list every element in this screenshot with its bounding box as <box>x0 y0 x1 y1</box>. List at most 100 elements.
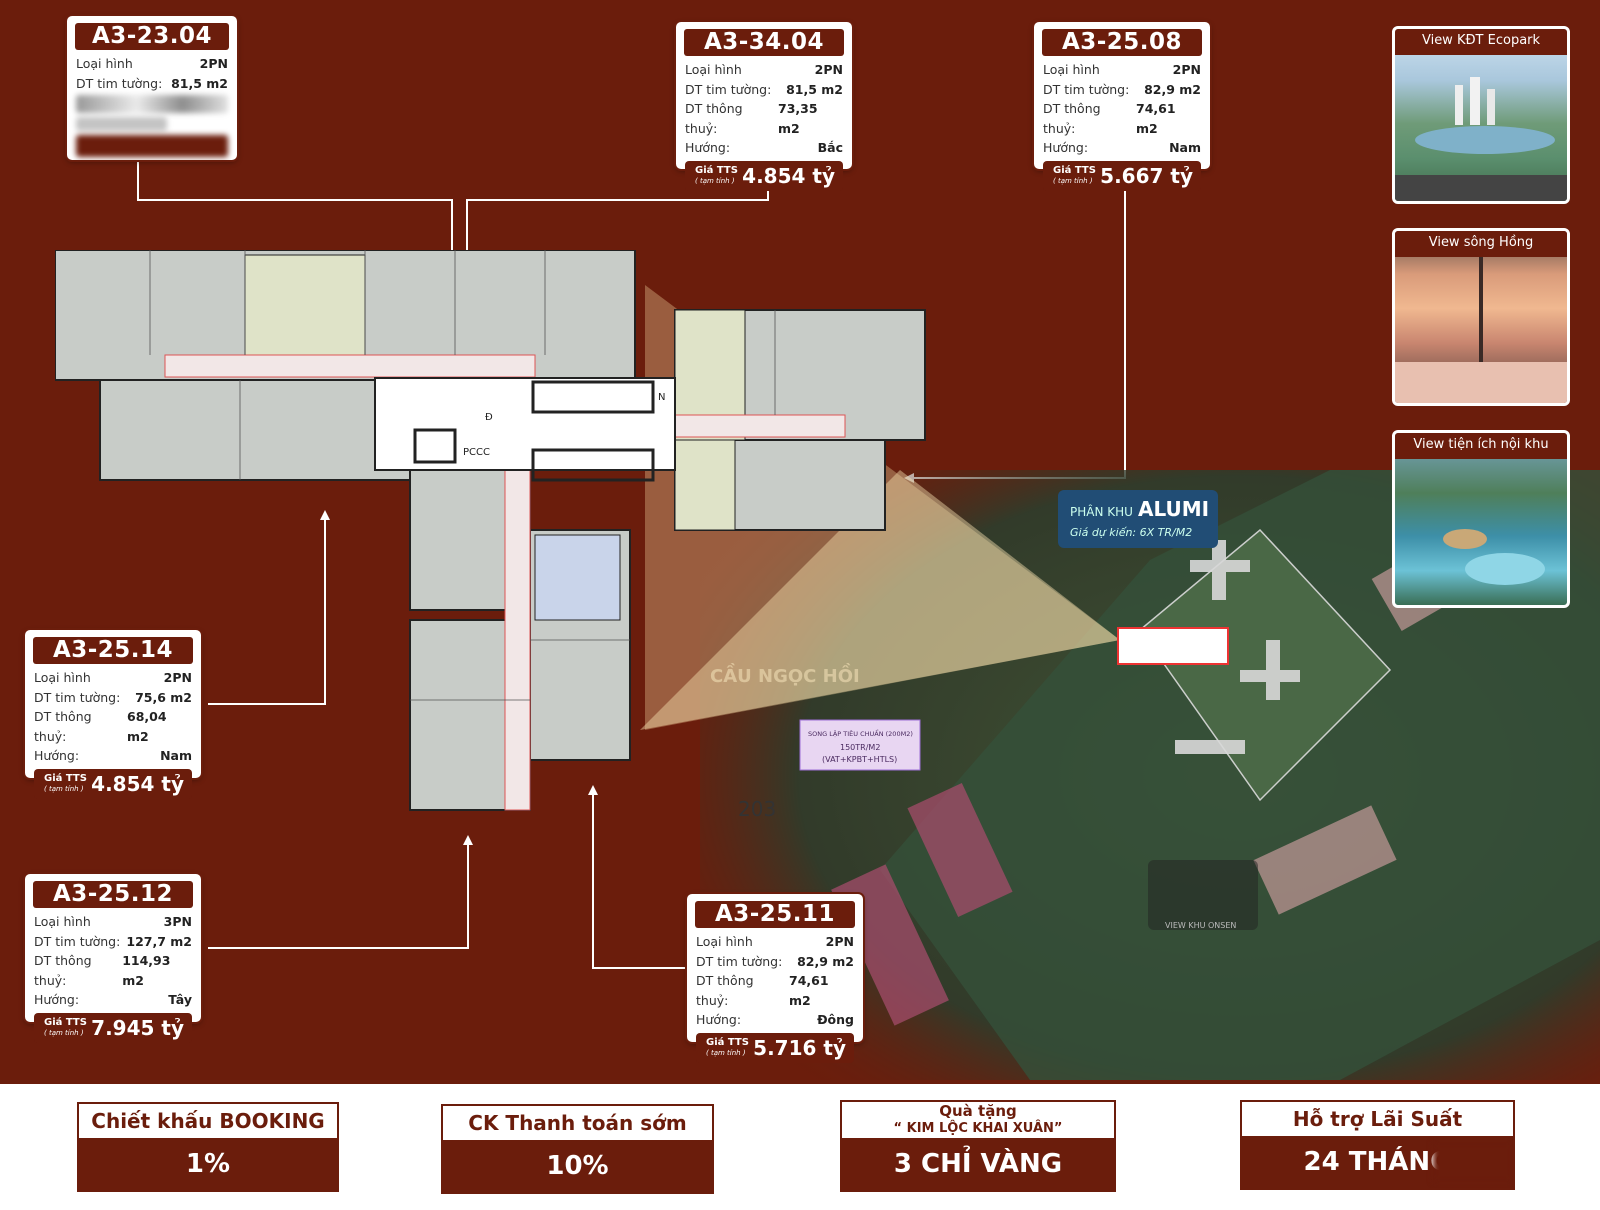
price-label: Giá TTS <box>44 1016 87 1028</box>
promo-title: Chiết khấu BOOKING <box>79 1104 337 1138</box>
price-note: ( tạm tính ) <box>44 784 84 793</box>
promo-gift[interactable]: Quà tặng “ KIM LỘC KHAI XUÂN” 3 CHỈ VÀNG <box>840 1100 1116 1192</box>
redacted-area <box>76 95 228 113</box>
price-label: Giá TTS <box>706 1036 749 1048</box>
row-value: Nam <box>1169 140 1201 155</box>
row-label: Loại hình <box>696 934 753 949</box>
row-label: DT tim tường: <box>34 933 121 949</box>
promo-value: 3 CHỈ VÀNG <box>842 1138 1114 1190</box>
map-price-hint: Giá dự kiến: 6X TR/M2 <box>1070 526 1192 539</box>
price-label: Giá TTS <box>695 164 738 176</box>
row-label: DT thông thuỷ: <box>34 953 92 988</box>
row-label: Loại hình <box>1043 62 1100 77</box>
pool-image <box>1443 529 1545 585</box>
row-value: 2PN <box>199 56 228 71</box>
map-tag3: (VAT+KPBT+HTLS) <box>822 755 897 764</box>
promo-early-payment[interactable]: CK Thanh toán sớm 10% <box>441 1104 714 1194</box>
promo-value: 10% <box>443 1140 712 1192</box>
redacted-overlay <box>1433 1142 1513 1182</box>
row-label: DT tim tường: <box>685 81 772 97</box>
row-value: 2PN <box>1172 62 1201 77</box>
row-label: Loại hình <box>34 670 91 685</box>
row-label: DT tim tường: <box>76 75 163 91</box>
row-value: Đông <box>817 1012 854 1027</box>
row-label: Hướng: <box>34 992 80 1007</box>
unit-code: A3-25.11 <box>695 901 855 928</box>
view-label: View KĐT Ecopark <box>1395 29 1567 55</box>
promo-title: Quà tặng <box>939 1102 1017 1120</box>
row-value: 2PN <box>163 670 192 685</box>
price-value: 5.716 tỷ <box>753 1035 846 1060</box>
map-tag: SONG LẬP TIÊU CHUẨN (200M2) <box>808 728 913 738</box>
row-label: Loại hình <box>34 914 91 929</box>
promo-booking[interactable]: Chiết khấu BOOKING 1% <box>77 1102 339 1192</box>
price-label: Giá TTS <box>1053 164 1096 176</box>
price-note: ( tạm tính ) <box>706 1048 746 1057</box>
row-value: 3PN <box>163 914 192 929</box>
ecopark-image <box>1395 77 1567 201</box>
map-zone-label: PHÂN KHU <box>1070 504 1133 519</box>
unit-code: A3-23.04 <box>75 23 229 50</box>
row-label: DT tim tường: <box>1043 81 1130 97</box>
unit-card-a3-25-14[interactable]: A3-25.14 Loại hình 2PN DT tim tường: 75,6 … <box>25 630 201 799</box>
north-label: N <box>658 392 665 403</box>
promo-value: 24 THÁNG <box>1242 1136 1513 1188</box>
price-value: 4.854 tỷ <box>91 771 184 796</box>
unit-card-a3-34-04[interactable]: A3-34.04 Loại hình 2PN DT tim tường: 81,5 … <box>676 22 852 191</box>
view-thumb-tien-ich[interactable]: View tiện ích nội khu <box>1392 430 1570 608</box>
map-onsen-label: VIEW KHU ONSEN <box>1165 921 1236 930</box>
row-value: 2PN <box>825 934 854 949</box>
view-thumb-song-hong[interactable]: View sông Hồng <box>1392 228 1570 406</box>
view-thumb-ecopark[interactable]: View KĐT Ecopark <box>1392 26 1570 204</box>
price-box: Giá TTS( tạm tính )4.854 tỷ <box>685 160 843 191</box>
redacted-price <box>76 135 228 157</box>
row-label: Hướng: <box>1043 140 1089 155</box>
row-value: 68,04 m2 <box>127 709 167 744</box>
row-value: Bắc <box>817 140 843 155</box>
row-label: DT tim tường: <box>34 689 121 705</box>
row-value: 74,61 m2 <box>789 973 829 1008</box>
row-label: Hướng: <box>685 140 731 155</box>
d-label: Đ <box>485 412 493 423</box>
unit-code: A3-25.14 <box>33 637 193 664</box>
promo-subtitle: “ KIM LỘC KHAI XUÂN” <box>893 1121 1063 1136</box>
row-value: Tây <box>168 992 192 1007</box>
row-label: Loại hình <box>685 62 742 77</box>
pccc-label: PCCC <box>463 447 490 458</box>
promo-title: CK Thanh toán sớm <box>443 1106 712 1140</box>
row-label: DT thông thuỷ: <box>696 973 754 1008</box>
row-label: DT thông thuỷ: <box>34 709 92 744</box>
price-box: Giá TTS( tạm tính ) 4.854 tỷ <box>34 768 192 799</box>
river-image <box>1395 257 1567 403</box>
row-value: 75,6 m2 <box>135 689 192 705</box>
price-note: ( tạm tính ) <box>1053 176 1093 185</box>
promo-bar: Chiết khấu BOOKING 1% CK Thanh toán sớm … <box>0 1084 1600 1210</box>
unit-card-a3-25-12[interactable]: A3-25.12 Loại hình 3PN DT tim tường: 127,7… <box>25 874 201 1043</box>
row-value: 82,9 m2 <box>1144 81 1201 97</box>
price-value: 4.854 tỷ <box>742 163 835 188</box>
row-label: Hướng: <box>34 748 80 763</box>
price-label: Giá TTS <box>44 772 87 784</box>
promo-value-text: 24 THÁNG <box>1303 1147 1452 1177</box>
promo-interest[interactable]: Hỗ trợ Lãi Suất 24 THÁNG <box>1240 1100 1515 1190</box>
row-value: 73,35 m2 <box>778 101 818 136</box>
row-value: 81,5 m2 <box>786 81 843 97</box>
unit-code: A3-25.12 <box>33 881 193 908</box>
price-box: Giá TTS( tạm tính )7.945 tỷ <box>34 1012 192 1043</box>
row-label: DT thông thuỷ: <box>1043 101 1101 136</box>
promo-title: Hỗ trợ Lãi Suất <box>1242 1102 1513 1136</box>
row-label: DT tim tường: <box>696 953 783 969</box>
map-bridge-label: CẦU NGỌC HỒI <box>710 663 860 687</box>
row-label: Hướng: <box>696 1012 742 1027</box>
map-zone-name: ALUMI <box>1138 497 1209 521</box>
row-value: 127,7 m2 <box>126 933 192 949</box>
row-label: DT thông thuỷ: <box>685 101 743 136</box>
unit-code: A3-34.04 <box>684 29 844 56</box>
row-label: Loại hình <box>76 56 133 71</box>
promo-value: 1% <box>79 1138 337 1190</box>
map-tag2: 150TR/M2 <box>840 743 880 752</box>
row-value: 2PN <box>814 62 843 77</box>
